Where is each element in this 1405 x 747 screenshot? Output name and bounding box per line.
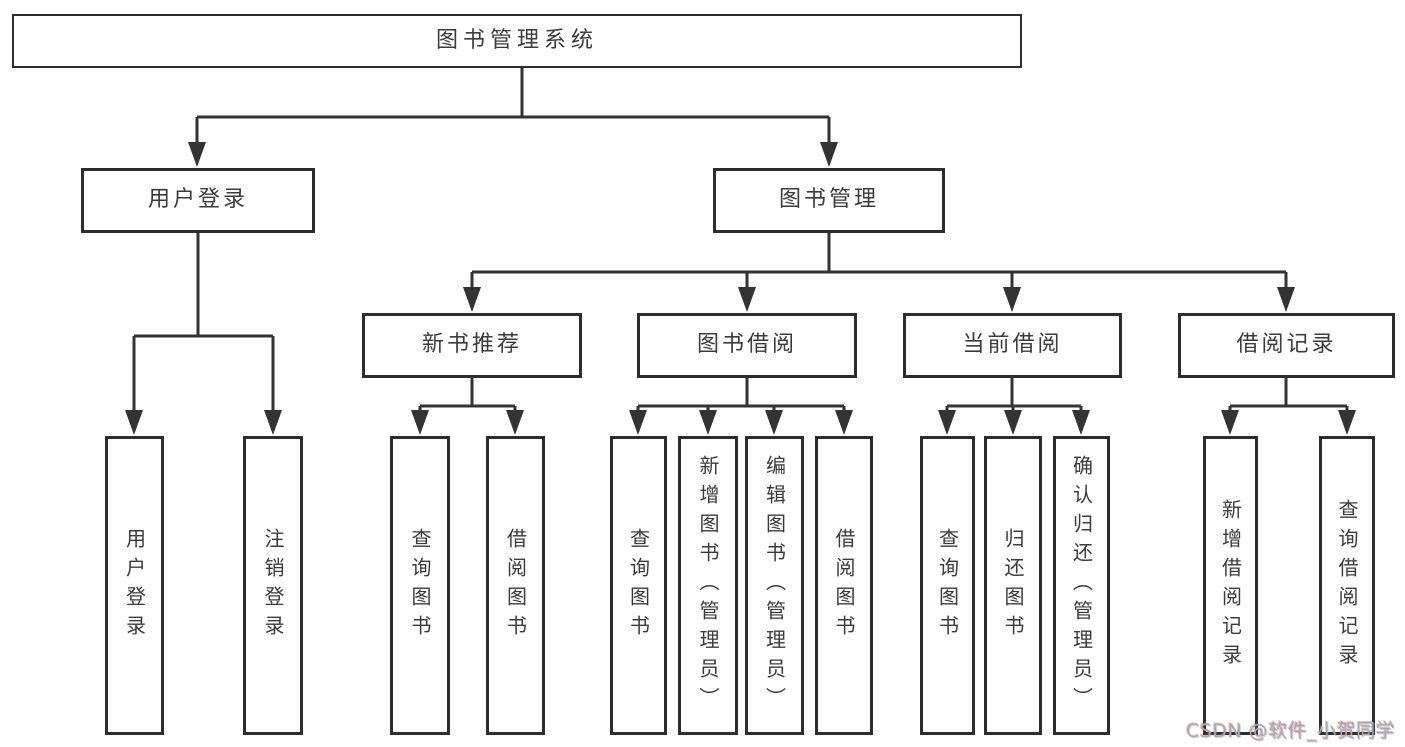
arrowheads-user-login: [125, 410, 282, 435]
leaf-query-books-borrowing: 查询图书: [610, 436, 667, 735]
arrow-down-icon: [938, 410, 956, 435]
arrow-down-icon: [506, 410, 524, 435]
node-user-login: 用户登录: [81, 168, 315, 233]
arrowheads-new-book-recommend: [411, 410, 524, 435]
leaf-query-books-recommend: 查询图书: [390, 436, 450, 735]
node-book-management: 图书管理: [713, 168, 945, 233]
arrow-down-icon: [411, 410, 429, 435]
node-label: 借阅记录: [1236, 332, 1337, 358]
arrow-down-icon: [1004, 410, 1022, 435]
leaf-query-books-current: 查询图书: [920, 436, 975, 735]
leaf-label: 查询图书: [935, 527, 960, 644]
arrow-down-icon: [1072, 410, 1090, 435]
leaf-borrow-books-borrowing: 借阅图书: [815, 436, 873, 735]
node-label: 图书管理系统: [435, 27, 598, 53]
arrowheads-level2: [188, 142, 838, 167]
leaf-query-borrow-record: 查询借阅记录: [1319, 436, 1375, 735]
arrowheads-level3: [463, 287, 1295, 312]
arrow-down-icon: [1277, 287, 1295, 312]
connector-book-borrowing: [636, 378, 846, 411]
arrow-down-icon: [463, 287, 481, 312]
arrow-down-icon: [820, 142, 838, 167]
arrow-down-icon: [188, 142, 206, 167]
leaf-label: 借阅图书: [832, 527, 856, 644]
leaf-add-borrow-record: 新增借阅记录: [1203, 436, 1258, 735]
connector-borrow-records: [1228, 378, 1349, 411]
leaf-label: 归还图书: [1001, 527, 1025, 644]
node-borrow-records: 借阅记录: [1178, 313, 1395, 378]
leaf-label: 查询借阅记录: [1335, 498, 1359, 673]
leaf-edit-book-admin: 编辑图书（管理员）: [745, 436, 804, 735]
leaf-label: 新增图书（管理员）: [696, 455, 720, 716]
leaf-label: 注销登录: [261, 527, 285, 644]
arrow-down-icon: [264, 410, 282, 435]
leaf-logout: 注销登录: [243, 436, 303, 735]
leaf-label: 查询图书: [408, 527, 432, 644]
node-new-book-recommend: 新书推荐: [362, 313, 582, 378]
leaf-confirm-return-admin: 确认归还（管理员）: [1053, 436, 1110, 735]
connector-root-to-level2: [195, 68, 831, 143]
arrow-down-icon: [835, 410, 853, 435]
node-label: 图书管理: [778, 187, 879, 213]
connector-current-borrowing: [945, 378, 1083, 411]
arrow-down-icon: [738, 287, 756, 312]
node-label: 当前借阅: [962, 332, 1063, 358]
leaf-label: 用户登录: [122, 527, 147, 644]
csdn-watermark: CSDN @软件_小贺同学: [1186, 720, 1396, 742]
leaf-add-book-admin: 新增图书（管理员）: [678, 436, 738, 735]
arrowheads-book-borrowing: [629, 410, 853, 435]
arrow-down-icon: [629, 410, 647, 435]
node-label: 新书推荐: [421, 332, 522, 358]
leaf-borrow-books-recommend: 借阅图书: [486, 436, 545, 735]
leaf-label: 借阅图书: [503, 527, 528, 644]
node-label: 图书借阅: [696, 332, 797, 358]
arrow-down-icon: [1003, 287, 1021, 312]
arrow-down-icon: [1221, 410, 1239, 435]
leaf-label: 编辑图书（管理员）: [762, 455, 787, 716]
node-current-borrowing: 当前借阅: [903, 313, 1122, 378]
node-label: 用户登录: [147, 187, 248, 213]
leaf-user-login: 用户登录: [105, 436, 164, 735]
node-book-borrowing: 图书借阅: [637, 313, 857, 378]
arrowheads-current-borrowing: [938, 410, 1090, 435]
arrow-down-icon: [125, 410, 143, 435]
arrow-down-icon: [699, 410, 717, 435]
node-library-management-system: 图书管理系统: [12, 14, 1022, 68]
connector-book-management-to-level3: [470, 233, 1288, 288]
leaf-label: 确认归还（管理员）: [1069, 455, 1094, 716]
arrow-down-icon: [1338, 410, 1356, 435]
leaf-label: 新增借阅记录: [1218, 498, 1243, 673]
connector-new-book-recommend: [418, 378, 517, 411]
connector-user-login-to-leaves: [132, 233, 275, 411]
leaf-label: 查询图书: [626, 527, 651, 644]
arrow-down-icon: [765, 410, 783, 435]
leaf-return-book: 归还图书: [984, 436, 1042, 735]
arrowheads-borrow-records: [1221, 410, 1356, 435]
